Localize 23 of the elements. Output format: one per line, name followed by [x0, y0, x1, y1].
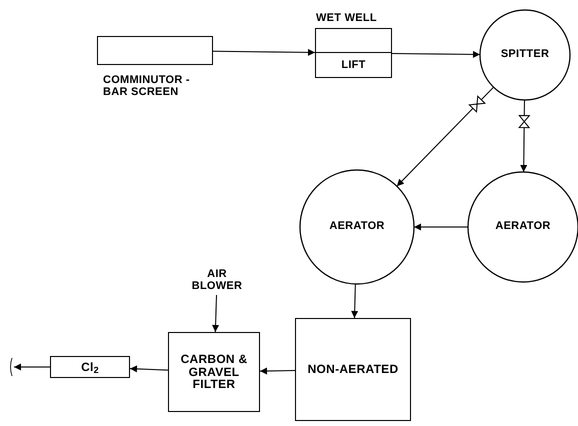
node-label: Cl$_{2}$: [81, 360, 99, 374]
node-label: LIFT: [340, 60, 367, 72]
arrow: [130, 365, 168, 372]
arrow: [260, 368, 296, 375]
node-heading: WET WELL: [316, 13, 377, 25]
arrow: [212, 294, 220, 332]
arrow: [351, 283, 358, 318]
node-label: AIR BLOWER: [190, 269, 244, 293]
arrow: [14, 364, 50, 370]
process-box: [168, 332, 260, 412]
node-label: COMMINUTOR - BAR SCREEN: [103, 75, 191, 98]
node-label: SPITTER: [500, 49, 550, 61]
node-label: CARBON & GRAVEL FILTER: [180, 353, 248, 391]
node-label: AERATOR: [495, 221, 551, 233]
arrow: [414, 224, 468, 230]
arrow: [520, 100, 528, 172]
process-box: [50, 356, 130, 378]
node-label: NON-AERATED: [308, 363, 398, 376]
arrow: [212, 48, 316, 56]
arrow: [396, 86, 494, 187]
process-box: [295, 318, 411, 421]
node-label: AERATOR: [329, 221, 385, 233]
arrow: [392, 50, 480, 58]
